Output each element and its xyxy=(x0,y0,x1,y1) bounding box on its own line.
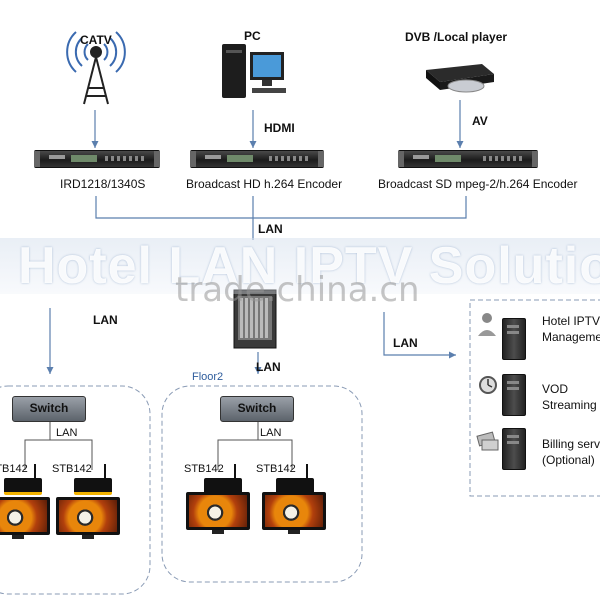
service-billing-line1: Billing serv xyxy=(542,437,600,451)
service-iptv-line2: Manageme xyxy=(542,330,600,344)
service-vod-line2: Streaming xyxy=(542,398,597,412)
ird-label: IRD1218/1340S xyxy=(60,177,146,191)
sd-encoder-label: Broadcast SD mpeg-2/h.264 Encoder xyxy=(378,177,578,191)
tv-icon xyxy=(186,492,250,534)
set-top-box-icon xyxy=(4,464,42,495)
floor2-stb-b-label: STB142 xyxy=(256,463,296,475)
av-label: AV xyxy=(472,114,488,128)
floor1-tree-b xyxy=(50,439,93,470)
network-switch-icon: Switch xyxy=(12,396,86,422)
dvd-player-icon xyxy=(426,64,494,93)
top-lan-bus xyxy=(95,196,467,219)
dvb-label: DVB /Local player xyxy=(405,30,508,44)
lan-label-top: LAN xyxy=(258,222,283,236)
catv-label: CATV xyxy=(80,33,112,47)
hd-encoder-label: Broadcast HD h.264 Encoder xyxy=(186,177,343,191)
floor2-tree-b xyxy=(258,439,293,470)
floor1-switch-label: Switch xyxy=(29,401,69,415)
floor2-tree-a xyxy=(217,416,259,470)
lan-label-floor2: LAN xyxy=(260,427,282,439)
watermark: trade.china.cn xyxy=(175,270,420,310)
network-switch-icon: Switch xyxy=(220,396,294,422)
title-banner: Hotel LAN IPTV Solution xyxy=(0,238,600,294)
rack-encoder-icon xyxy=(34,150,160,168)
right-lan-arrow xyxy=(383,312,456,359)
antenna-icon xyxy=(66,31,126,105)
tv-icon xyxy=(0,497,50,539)
lan-label-right: LAN xyxy=(393,336,418,350)
iptv-server-chassis-icon xyxy=(233,289,277,349)
floor2-switch-label: Switch xyxy=(237,401,277,415)
rack-encoder-icon xyxy=(398,150,538,168)
banner-text: Hotel LAN IPTV Solution xyxy=(18,238,600,294)
rack-encoder-icon xyxy=(190,150,324,168)
lan-label-center: LAN xyxy=(256,360,281,374)
server-icon xyxy=(502,428,526,470)
floor1-box xyxy=(0,385,151,595)
pc-label: PC xyxy=(244,29,261,43)
floor2-label: Floor2 xyxy=(192,371,224,383)
floor1-stb-a-label: STB142 xyxy=(0,463,28,475)
floor2-stb-a-label: STB142 xyxy=(184,463,224,475)
money-icon xyxy=(476,431,499,451)
floor1-tree-a xyxy=(24,416,51,470)
tv-icon xyxy=(262,492,326,534)
lan-label-floor1: LAN xyxy=(56,427,78,439)
lan-label-left: LAN xyxy=(93,313,118,327)
tv-icon xyxy=(56,497,120,539)
server-icon xyxy=(502,318,526,360)
user-admin-icon xyxy=(478,313,496,336)
floor2-box xyxy=(161,385,363,583)
set-top-box-icon xyxy=(74,464,112,495)
server-icon xyxy=(502,374,526,416)
service-vod-line1: VOD xyxy=(542,382,569,396)
service-billing-line2: (Optional) xyxy=(542,453,595,467)
desktop-pc-icon xyxy=(222,44,286,98)
floor1-stb-b-label: STB142 xyxy=(52,463,92,475)
clock-icon xyxy=(479,376,497,394)
service-iptv-line1: Hotel IPTV xyxy=(542,314,600,328)
hdmi-label: HDMI xyxy=(264,121,295,135)
